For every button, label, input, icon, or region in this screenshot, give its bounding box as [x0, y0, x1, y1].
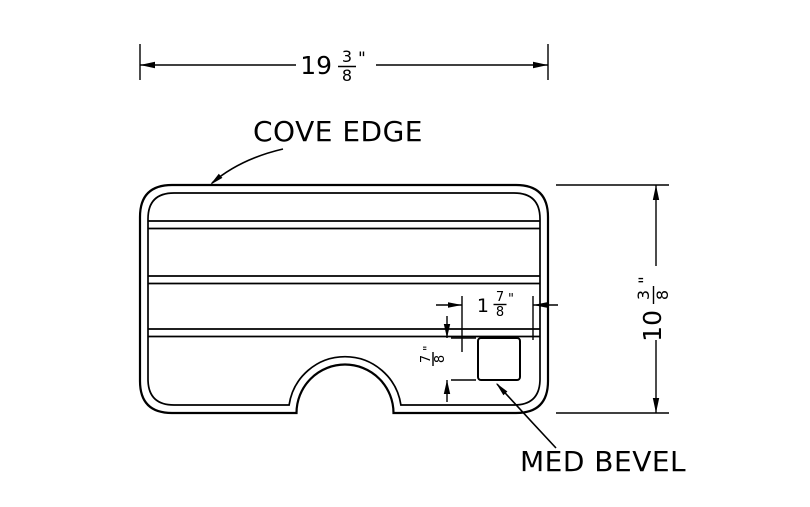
dim-denominator: 8 [653, 290, 672, 300]
arrowhead-bottom [652, 398, 660, 413]
dim-denominator: 8 [496, 305, 504, 320]
dim-whole: 1 [477, 295, 489, 317]
dim-overall-width-text: 19 3 8 " [300, 47, 366, 85]
leader-arrowhead [496, 383, 508, 396]
dim-overall-width: 19 3 8 " [139, 44, 549, 85]
dim-numerator: 3 [634, 290, 653, 300]
arrowhead-left [448, 302, 462, 308]
med-bevel-square [477, 337, 521, 381]
dim-detail-width-text: 1 7 8 " [477, 290, 514, 320]
med-bevel-label: MED BEVEL [520, 445, 686, 478]
arrowhead-bottom [443, 380, 451, 394]
callout-med-bevel: MED BEVEL [496, 383, 686, 478]
dim-whole: 10 [638, 310, 667, 342]
part-outline [138, 183, 550, 415]
arrowhead-right [533, 302, 547, 308]
dim-overall-height-text: 10 3 8 " [634, 276, 672, 342]
dim-detail-width: 1 7 8 " [436, 290, 558, 352]
dim-overall-height: 10 3 8 " [556, 184, 672, 414]
arrowhead-top [443, 324, 451, 338]
callout-cove-edge: COVE EDGE [210, 115, 423, 185]
leader-line [211, 148, 284, 184]
dim-unit: " [508, 292, 514, 307]
arrowhead-top [652, 185, 660, 200]
dim-numerator: 7 [419, 355, 434, 363]
dim-denominator: 8 [433, 355, 448, 363]
cove-edge-label: COVE EDGE [253, 115, 423, 148]
arrowhead-right [533, 61, 548, 69]
outline-outer [138, 183, 550, 415]
dim-numerator: 7 [496, 290, 504, 305]
outline-cove-inner [147, 192, 541, 406]
dim-detail-height: 7 8 " [419, 316, 476, 402]
dim-unit: " [636, 276, 656, 284]
dim-detail-height-text: 7 8 " [419, 345, 448, 366]
dim-unit: " [358, 49, 366, 69]
dim-unit: " [421, 345, 435, 351]
leader-arrowhead [210, 173, 223, 185]
dim-numerator: 3 [342, 47, 352, 66]
dim-whole: 19 [300, 51, 332, 80]
arrowhead-left [140, 61, 155, 69]
dim-denominator: 8 [342, 66, 352, 85]
